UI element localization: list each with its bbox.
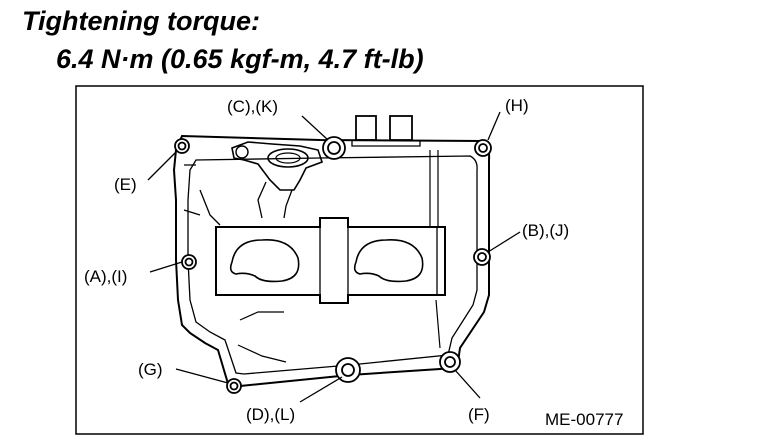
label-g: (G) xyxy=(138,360,163,379)
connector-right xyxy=(389,115,413,141)
bolt-f xyxy=(444,356,456,368)
label-bj: (B),(J) xyxy=(522,221,569,240)
cover-flange xyxy=(187,155,478,375)
leader-lines xyxy=(147,111,521,403)
bolt-dl xyxy=(341,363,355,377)
right-lobe xyxy=(353,239,424,283)
figure-frame xyxy=(75,85,644,435)
figure-code: ME-00777 xyxy=(545,410,623,429)
connector-left xyxy=(355,115,377,141)
cover-outline xyxy=(172,134,491,389)
center-panel xyxy=(215,217,446,304)
torque-heading: Tightening torque: xyxy=(22,6,260,36)
label-f: (F) xyxy=(468,405,490,424)
wall-lines xyxy=(183,164,221,226)
label-ck: (C),(K) xyxy=(227,97,278,116)
bolt-ck xyxy=(327,141,341,155)
breather-housing xyxy=(231,141,324,191)
torque-value: 6.4 N·m (0.65 kgf-m, 4.7 ft-lb) xyxy=(56,44,424,74)
left-lobe xyxy=(229,239,300,283)
label-h: (H) xyxy=(505,96,529,115)
label-e: (E) xyxy=(114,175,137,194)
label-dl: (D),(L) xyxy=(246,405,295,424)
label-ai: (A),(I) xyxy=(84,267,127,286)
